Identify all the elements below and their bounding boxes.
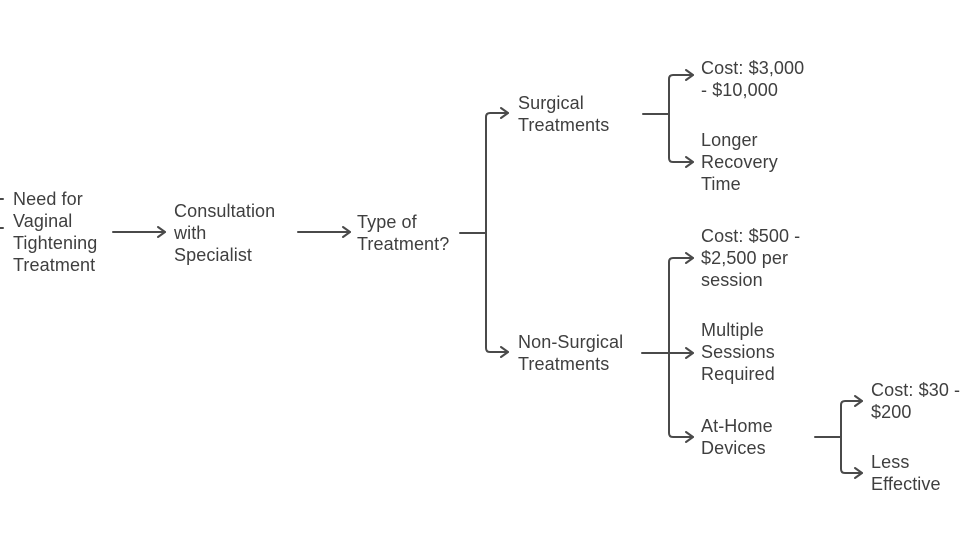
node-longer-recovery-time: Longer Recovery Time (701, 129, 778, 195)
node-line: Sessions (701, 342, 775, 362)
node-line: Surgical (518, 93, 584, 113)
node-line: Cost: $500 - (701, 226, 801, 246)
edge-type-to-surgical (485, 107, 509, 234)
node-line: Consultation (174, 201, 276, 221)
node-line: Treatment? (357, 234, 450, 254)
node-need-for-treatment: Need for Vaginal Tightening Treatment (13, 188, 97, 276)
node-line: Cost: $3,000 (701, 58, 805, 78)
node-line: Multiple (701, 320, 764, 340)
edge-athome-to-cost (840, 395, 863, 438)
node-line: Devices (701, 438, 766, 458)
edge-surgical-to-cost (668, 69, 694, 115)
edge-nonsurgical-to-athome (668, 352, 694, 443)
edge-athome-to-effectiveness (840, 436, 863, 479)
node-line: Type of (357, 212, 417, 232)
node-line: Non-Surgical (518, 332, 624, 352)
node-non-surgical-cost: Cost: $500 - $2,500 per session (701, 225, 800, 291)
node-line: Treatments (518, 115, 610, 135)
node-line: Vaginal (13, 211, 73, 231)
node-line: Treatment (13, 255, 96, 275)
node-line: $200 (871, 402, 912, 422)
node-line: Time (701, 174, 741, 194)
node-line: Tightening (13, 233, 98, 253)
node-line: Longer (701, 130, 758, 150)
node-line: Recovery (701, 152, 778, 172)
node-type-of-treatment: Type of Treatment? (357, 211, 449, 255)
edge-nonsurgical-to-cost (668, 252, 694, 354)
node-line: $2,500 per (701, 248, 789, 268)
node-surgical-treatments: Surgical Treatments (518, 92, 609, 136)
node-at-home-cost: Cost: $30 - $200 (871, 379, 960, 423)
node-consultation-with-specialist: Consultation with Specialist (174, 200, 275, 266)
node-line: Less (871, 452, 910, 472)
node-line: Treatments (518, 354, 610, 374)
edge-type-to-nonsurgical (485, 232, 509, 358)
node-line: Specialist (174, 245, 253, 265)
node-at-home-devices: At-Home Devices (701, 415, 773, 459)
edge-surgical-to-recovery (668, 113, 694, 168)
node-line: - $10,000 (701, 80, 778, 100)
node-line: Effective (871, 474, 941, 494)
node-surgical-cost: Cost: $3,000 - $10,000 (701, 57, 804, 101)
node-line: session (701, 270, 763, 290)
node-line: Cost: $30 - (871, 380, 961, 400)
left-edge-crop-artifact (0, 198, 4, 229)
node-multiple-sessions-required: Multiple Sessions Required (701, 319, 775, 385)
node-line: with (174, 223, 207, 243)
node-line: At-Home (701, 416, 773, 436)
node-less-effective: Less Effective (871, 451, 941, 495)
node-line: Need for (13, 189, 83, 209)
node-line: Required (701, 364, 775, 384)
node-non-surgical-treatments: Non-Surgical Treatments (518, 331, 623, 375)
